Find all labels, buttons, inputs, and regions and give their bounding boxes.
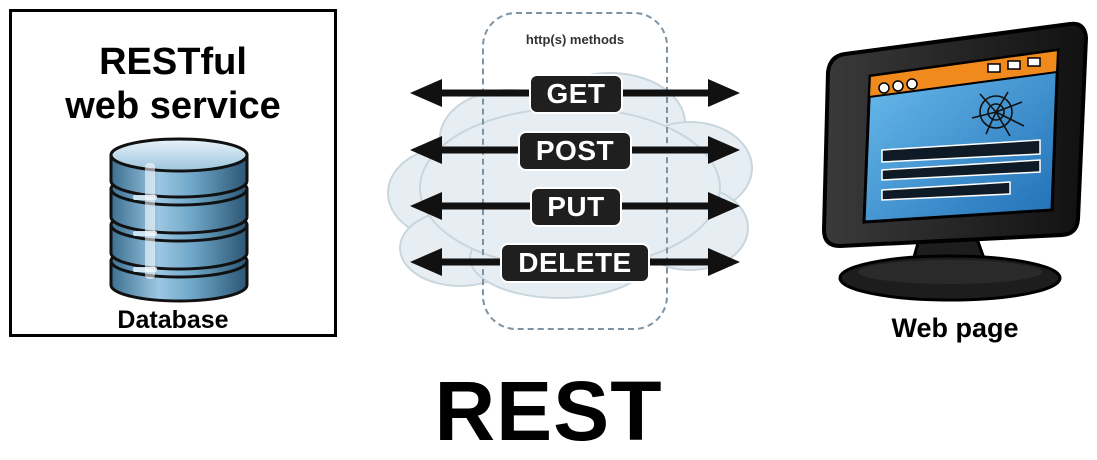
main-title: REST — [434, 364, 663, 458]
server-title: RESTful web service — [65, 41, 281, 127]
database-icon — [105, 135, 253, 308]
methods-caption: http(s) methods — [525, 32, 625, 47]
method-get: GET — [529, 74, 623, 114]
webpage-label: Web page — [891, 313, 1019, 343]
database-label: Database — [117, 306, 229, 334]
methods-dashed-border — [482, 12, 668, 330]
server-box: RESTful web service — [9, 9, 337, 337]
method-post: POST — [518, 131, 632, 171]
method-delete: DELETE — [500, 243, 650, 283]
method-put: PUT — [530, 187, 622, 227]
monitor-icon — [800, 14, 1090, 311]
spider-web-icon — [971, 91, 1025, 137]
